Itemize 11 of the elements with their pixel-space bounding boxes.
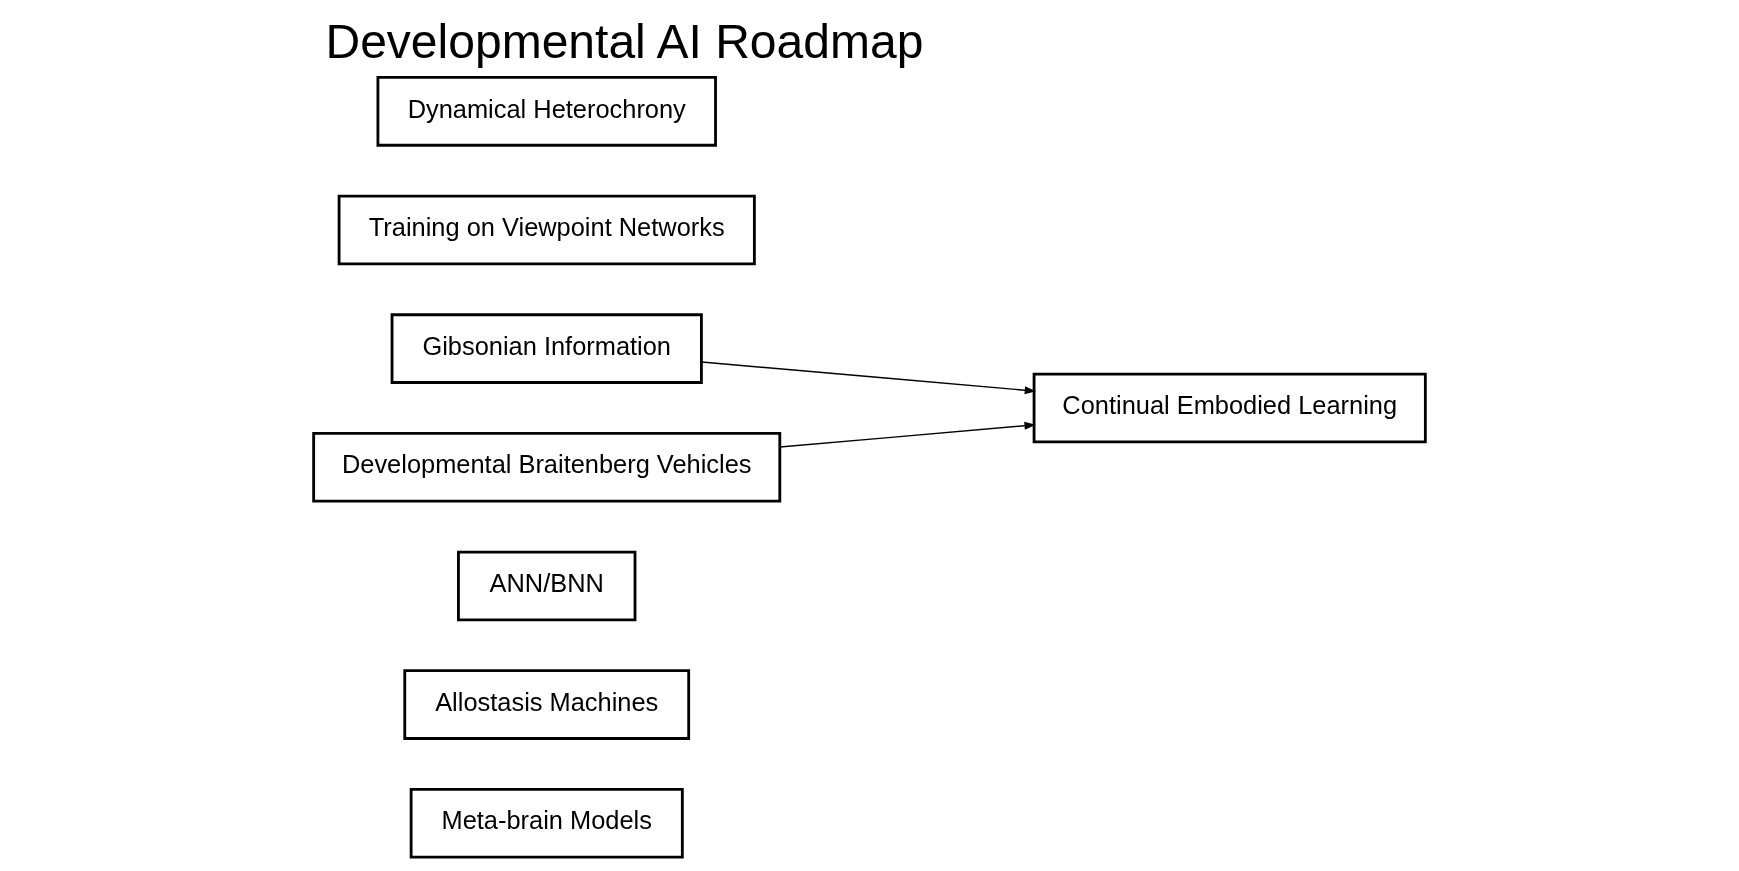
node-box: Continual Embodied Learning <box>1032 372 1427 444</box>
node-box: Meta-brain Models <box>409 787 684 859</box>
node-box: Dynamical Heterochrony <box>376 76 717 147</box>
node-box: Allostasis Machines <box>403 669 691 740</box>
arrow <box>700 361 1037 395</box>
node-box: ANN/BNN <box>457 550 637 622</box>
arrow <box>779 421 1036 448</box>
node-box: Developmental Braitenberg Vehicles <box>312 431 782 503</box>
node-box: Gibsonian Information <box>390 313 703 384</box>
node-box: Training on Viewpoint Networks <box>337 194 756 266</box>
diagram-title: Developmental AI Roadmap <box>325 14 924 68</box>
